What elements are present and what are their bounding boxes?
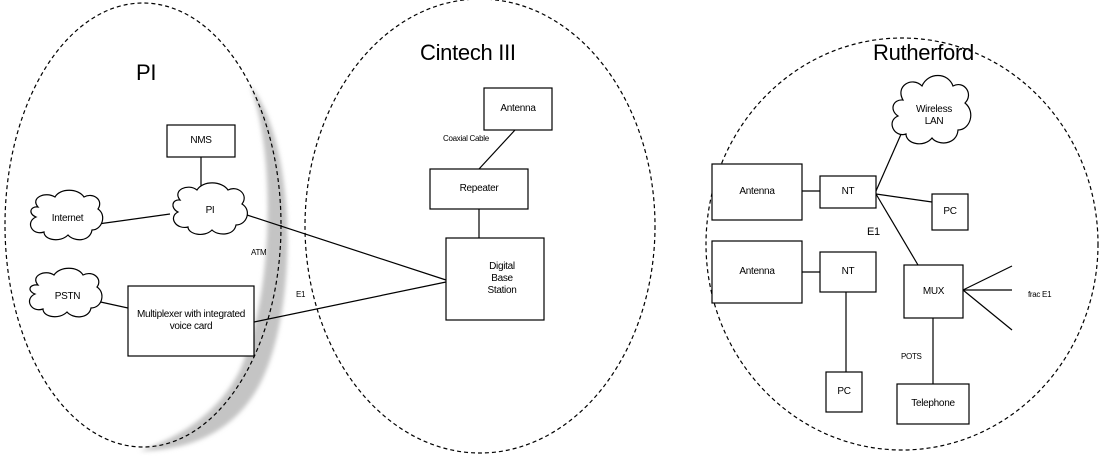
line-mux-dbs (253, 281, 447, 323)
wireless-lan-label: Wireless LAN (916, 104, 952, 127)
e1-rutherford-label: E1 (867, 226, 880, 238)
line-antenna-repeater (478, 129, 516, 170)
pi-region-shadow (140, 85, 288, 451)
nt-1-box (819, 175, 877, 209)
mux-label: MUX (922, 285, 945, 297)
coaxial-cable-label: Coaxial Cable (443, 134, 489, 143)
line-pstn-mux (95, 300, 129, 309)
line-mux-frac-1 (962, 265, 1013, 291)
pstn-cloud-icon (28, 267, 103, 318)
nt-2-box (819, 251, 877, 293)
multiplexer-box (127, 285, 255, 357)
atm-label: ATM (251, 248, 267, 257)
multiplexer-label: Multiplexer with integrated voice card (136, 309, 246, 332)
clouds (28, 74, 972, 318)
dbs-box (445, 237, 545, 321)
line-mux-frac-3 (962, 289, 1013, 331)
wireless-lan-cloud-icon (891, 74, 972, 145)
antenna-1-label: Antenna (739, 186, 775, 197)
mux-box (903, 264, 964, 319)
line-nt1-mux (875, 193, 919, 266)
cintech-region-title: Cintech III (420, 40, 516, 65)
antenna-2-label: Antenna (739, 266, 775, 277)
rutherford-region-title: Rutherford (873, 40, 974, 65)
nt-1-label: NT (841, 186, 855, 197)
frac-e1-label: frac E1 (1028, 290, 1052, 299)
line-pi-dbs (243, 213, 447, 281)
antenna-2-box (711, 240, 803, 304)
nt-2-label: NT (841, 266, 855, 277)
line-nt1-wlan (875, 131, 903, 192)
pc-1-box (931, 193, 969, 231)
pstn-label: PSTN (54, 291, 81, 302)
pi-region (4, 2, 282, 448)
telephone-box (896, 383, 970, 425)
antenna-top-label: Antenna (500, 103, 536, 114)
pi-region-title: PI (136, 60, 157, 85)
cintech-region (304, 0, 656, 454)
connections (95, 129, 1013, 384)
telephone-label: Telephone (911, 398, 955, 409)
antenna-1-box (711, 163, 803, 221)
boxes (127, 87, 970, 425)
antenna-top-box (483, 87, 553, 131)
repeater-label: Repeater (459, 183, 499, 194)
pots-label: POTS (901, 352, 922, 361)
pi-cloud-label: PI (205, 205, 215, 216)
nms-box (166, 124, 236, 158)
line-nt1-pc1 (875, 193, 933, 203)
rutherford-region (705, 37, 1099, 451)
e1-pi-label: E1 (296, 290, 306, 299)
pc-2-box (825, 371, 863, 413)
line-internet-pi (97, 213, 171, 225)
pc-2-label: PC (837, 386, 851, 397)
pi-cloud-icon (172, 182, 248, 236)
internet-cloud-icon (29, 189, 104, 241)
repeater-box (429, 168, 529, 210)
pc-1-label: PC (943, 206, 957, 217)
dbs-label: Digital Base Station (487, 261, 517, 296)
nms-label: NMS (190, 135, 212, 146)
internet-label: Internet (51, 213, 84, 224)
